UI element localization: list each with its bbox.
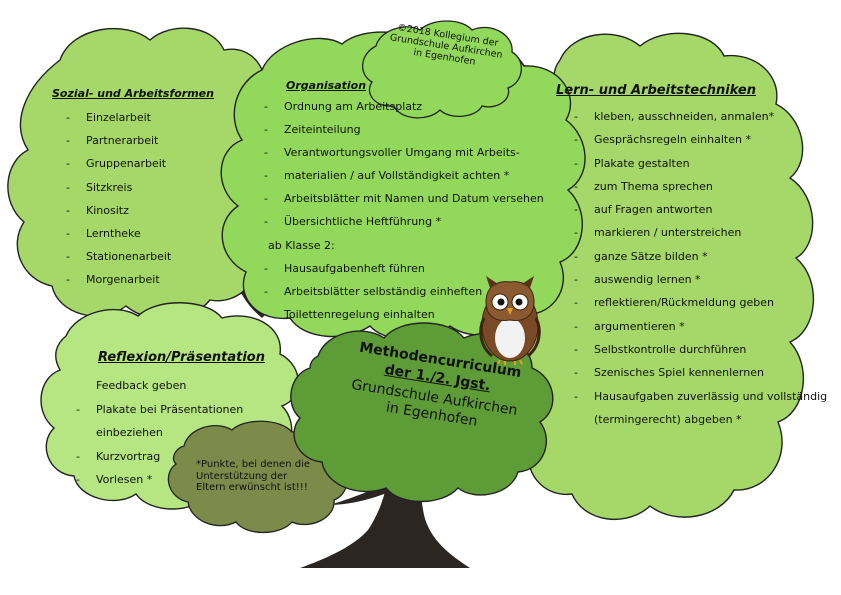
list-item: -materialien / auf Vollständigkeit achte…: [264, 169, 510, 183]
panel-organisation: Organisation -Ordnung am Arbeitsplatz -Z…: [264, 80, 544, 332]
cloud-title: [290, 322, 554, 503]
list-item: -Arbeitsblätter mit Namen und Datum vers…: [264, 192, 544, 206]
list-item: -markieren / unterstreichen: [574, 226, 742, 240]
list-item: -zum Thema sprechen: [574, 179, 713, 193]
parent-support-note: *Punkte, bei denen die Unterstützung der…: [196, 459, 338, 494]
list-item: -Plakate bei Präsentationen: [76, 402, 244, 416]
organisation-list: -Ordnung am Arbeitsplatz -Zeiteinteilung…: [264, 100, 544, 332]
list-item: -Toilettenregelung einhalten: [264, 307, 435, 321]
owl-icon: [479, 276, 541, 365]
note-line: Unterstützung der: [196, 470, 288, 482]
list-item: -Gruppenarbeit: [66, 157, 167, 171]
list-item: -Stationenarbeit: [66, 250, 172, 264]
list-item: -Zeiteinteilung: [264, 123, 361, 137]
sozial-heading: Sozial- und Arbeitsformen: [52, 87, 214, 100]
note-line: *Punkte, bei denen die: [196, 459, 310, 470]
list-item: -Vorlesen *: [76, 473, 153, 487]
reflexion-list: -Feedback geben -Plakate bei Präsentatio…: [76, 379, 265, 498]
list-item: -Sitzkreis: [66, 180, 133, 194]
list-item: -Übersichtliche Heftführung *: [264, 215, 442, 229]
list-item: -auf Fragen antworten: [574, 203, 713, 217]
list-item: -Einzelarbeit: [66, 111, 151, 124]
list-item: -Arbeitsblätter selbständig einheften: [264, 284, 483, 298]
list-subheading: -ab Klasse 2:: [268, 238, 335, 252]
reflexion-heading: Reflexion/Präsentation: [98, 350, 265, 365]
list-item: -Hausaufgaben zuverlässig und vollständi…: [574, 389, 828, 403]
note-line: Eltern erwünscht ist!!!: [196, 482, 308, 493]
list-item: -Feedback geben: [96, 379, 187, 392]
list-item: -argumentieren *: [574, 319, 685, 333]
list-item: -Verantwortungsvoller Umgang mit Arbeits…: [264, 146, 520, 160]
list-item: -reflektieren/Rückmeldung geben: [574, 296, 774, 310]
sozial-list: -Einzelarbeit -Partnerarbeit -Gruppenarb…: [66, 111, 214, 298]
list-item: -Plakate gestalten: [574, 156, 690, 170]
list-item: -Ordnung am Arbeitsplatz: [264, 100, 423, 113]
list-item: -Hausaufgabenheft führen: [264, 261, 425, 275]
lern-list: -kleben, ausschneiden, anmalen* -Gespräc…: [574, 110, 828, 437]
panel-reflexion: Reflexion/Präsentation -Feedback geben -…: [76, 350, 265, 498]
list-item: -Morgenarbeit: [66, 273, 160, 287]
list-item: -Lerntheke: [66, 226, 141, 240]
list-item: -Gesprächsregeln einhalten *: [574, 133, 751, 147]
cloud-copyright: [362, 20, 522, 119]
list-item: -ganze Sätze bilden *: [574, 249, 708, 263]
list-item: -Szenisches Spiel kennenlernen: [574, 366, 764, 380]
list-item: -Selbstkontrolle durchführen: [574, 342, 747, 356]
list-item: -auswendig lernen *: [574, 273, 701, 287]
lern-heading: Lern- und Arbeitstechniken: [556, 83, 756, 98]
list-item: -Partnerarbeit: [66, 134, 159, 148]
list-item: -Kurzvortrag: [76, 449, 161, 463]
organisation-heading: Organisation: [286, 79, 367, 92]
panel-lern: Lern- und Arbeitstechniken -kleben, auss…: [556, 84, 827, 437]
list-item-continuation: -einbeziehen: [96, 426, 163, 440]
panel-sozial: Sozial- und Arbeitsformen -Einzelarbeit …: [52, 88, 214, 298]
list-item-continuation: -(termingerecht) abgeben *: [594, 412, 742, 426]
list-item: -kleben, ausschneiden, anmalen*: [574, 110, 775, 123]
list-item: -Kinositz: [66, 203, 129, 217]
